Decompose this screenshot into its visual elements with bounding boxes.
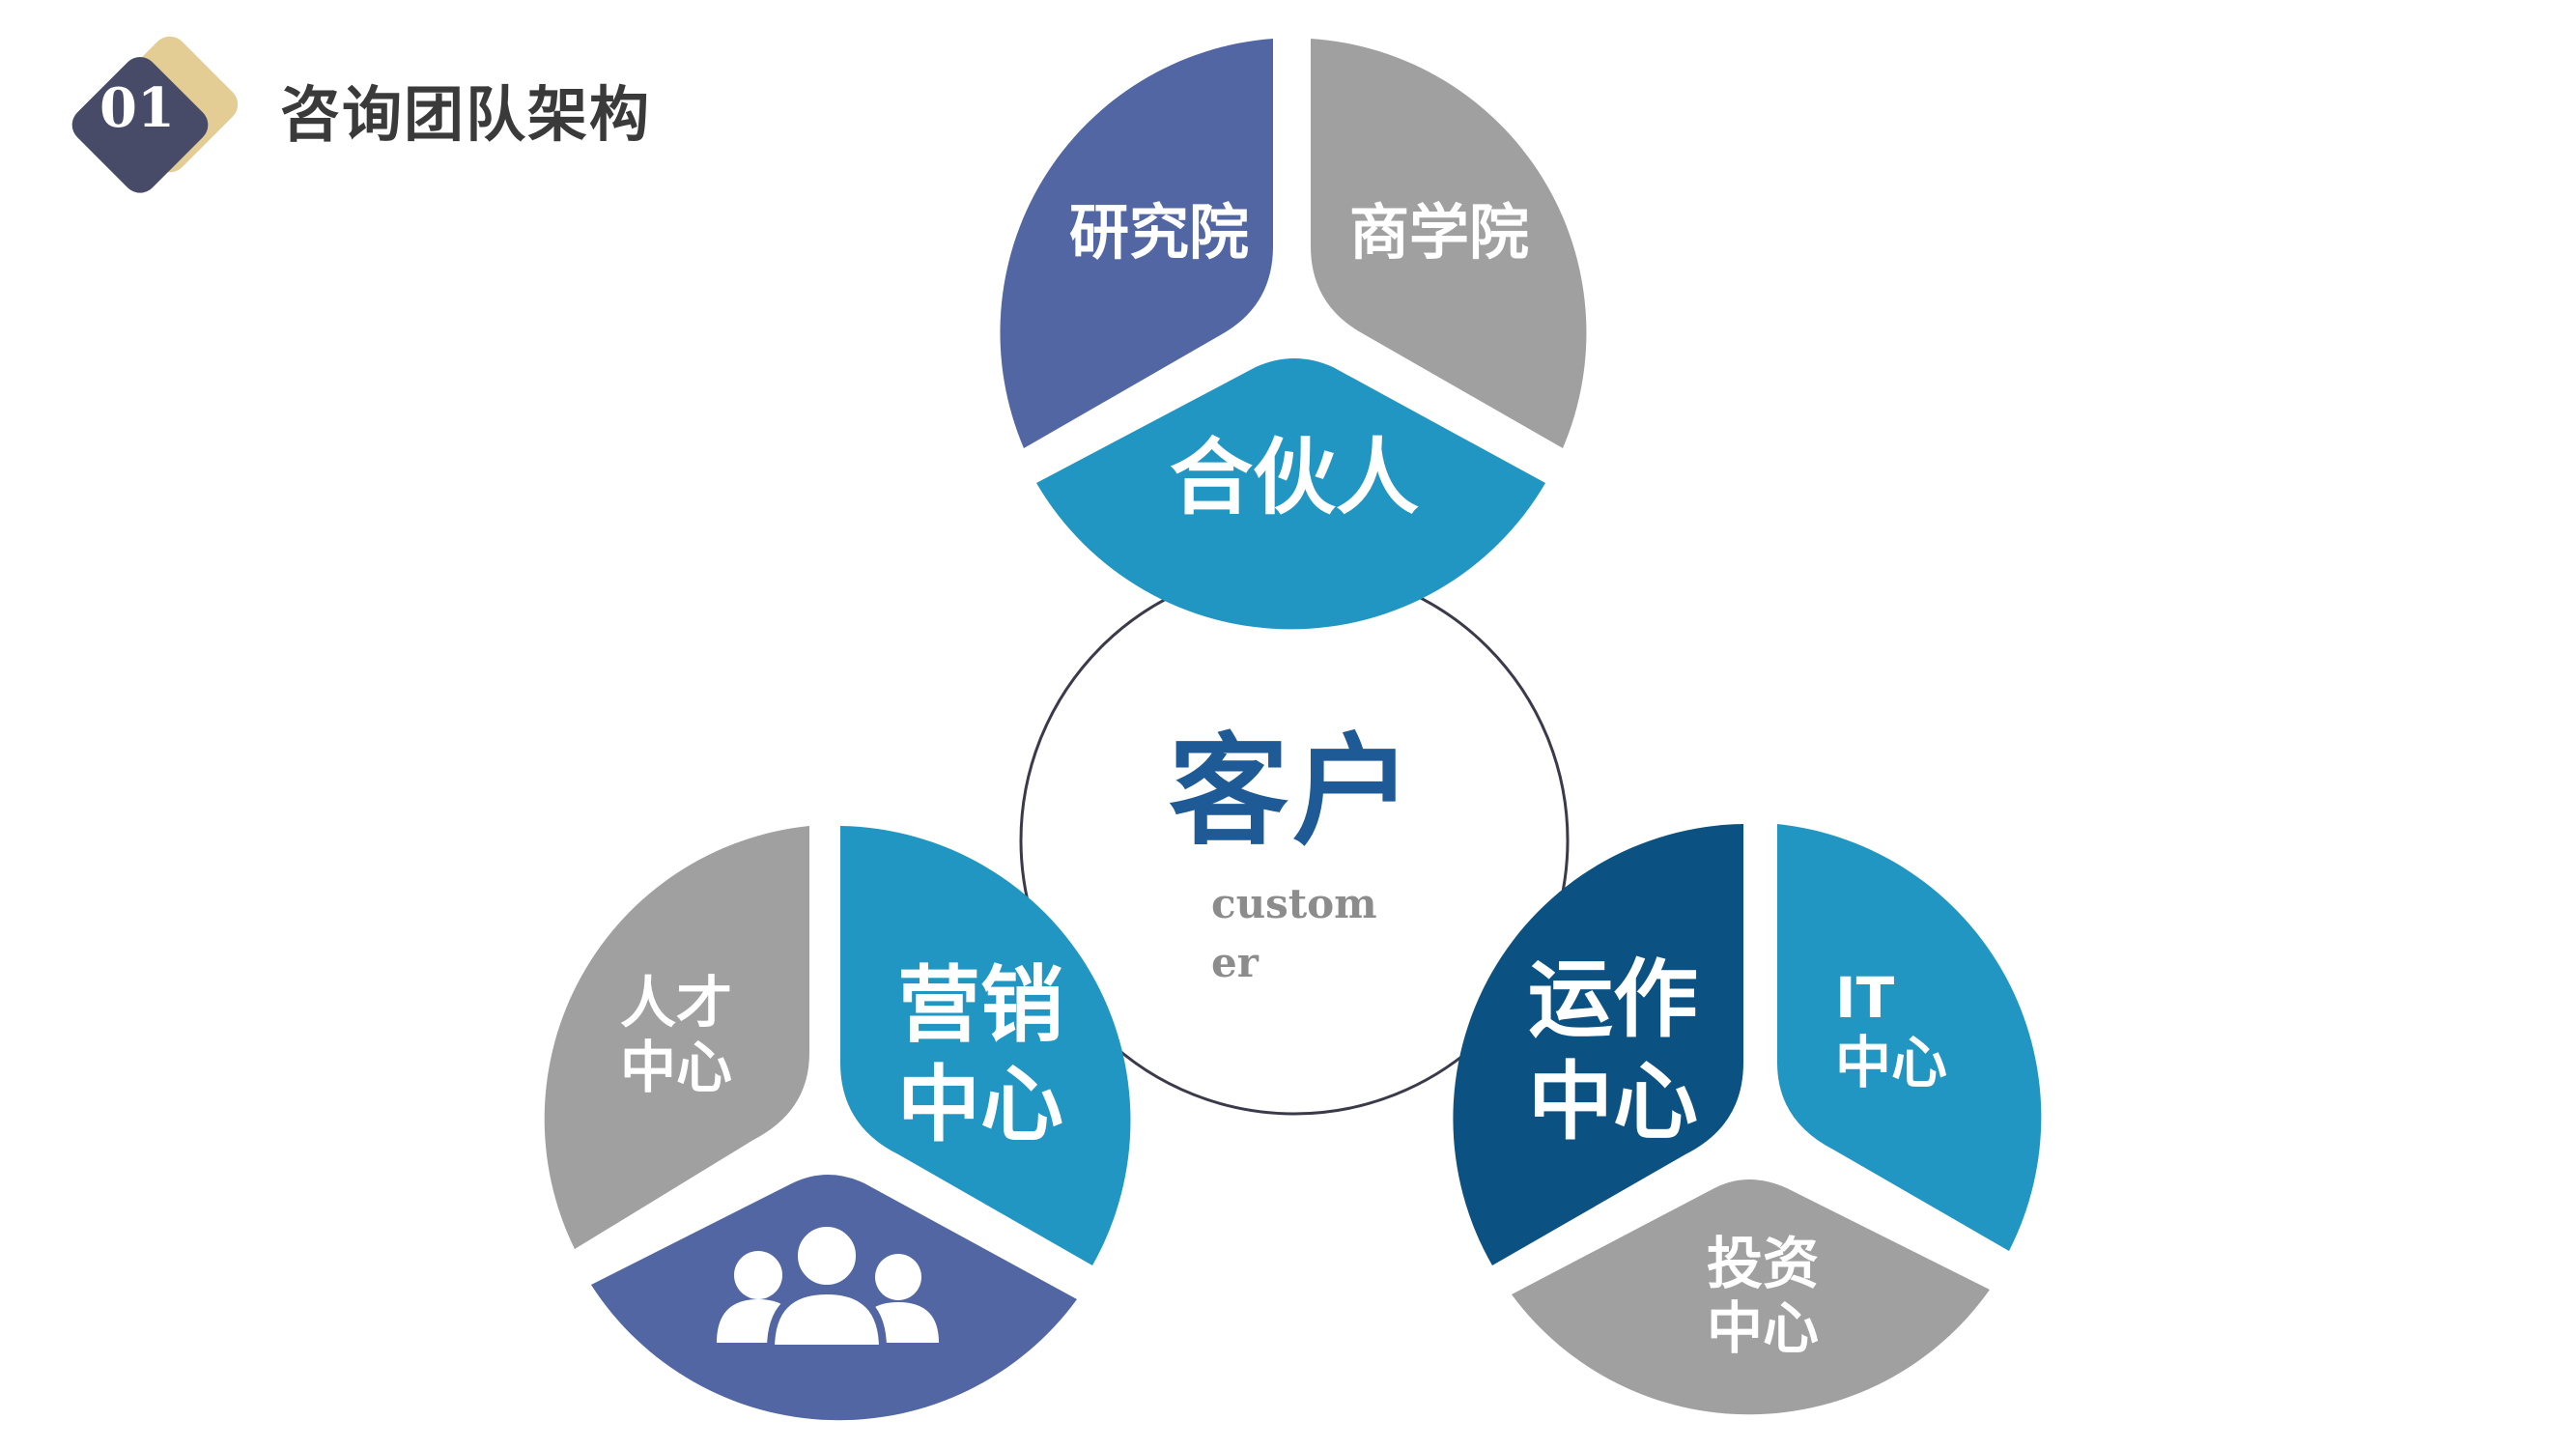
segment-investment-center	[1512, 1179, 1990, 1415]
label-business-school: 商学院	[1348, 197, 1529, 268]
label-investment-center: 投资 中心	[1706, 1231, 1819, 1361]
label-it-center: IT 中心	[1835, 965, 1948, 1095]
segment-research-institute	[1000, 39, 1273, 448]
people-group-icon	[717, 1219, 939, 1352]
label-talent-center: 人才 中心	[619, 970, 732, 1100]
label-partner: 合伙人	[1170, 430, 1419, 526]
badge-diamond-icon	[71, 36, 239, 193]
label-marketing-center: 营销 中心	[897, 957, 1063, 1154]
center-subtitle: customer	[1211, 880, 1377, 986]
segment-talent-center	[544, 826, 809, 1249]
segment-marketing-center	[840, 826, 1131, 1265]
segment-it-center	[1777, 824, 2042, 1251]
page-title: 咨询团队架构	[280, 79, 652, 150]
cluster-left	[544, 826, 1131, 1421]
cluster-right	[1453, 824, 2042, 1415]
segment-business-school	[1311, 39, 1587, 448]
label-operations-center: 运作 中心	[1527, 950, 1698, 1151]
center-title: 客户	[1169, 723, 1417, 862]
page-header: 01 咨询团队架构	[0, 0, 869, 251]
segment-operations-center	[1453, 824, 1743, 1265]
cluster-top	[1000, 39, 1587, 630]
badge-number: 01	[99, 76, 175, 140]
label-research-institute: 研究院	[1068, 197, 1249, 268]
segment-partner	[1036, 358, 1545, 630]
